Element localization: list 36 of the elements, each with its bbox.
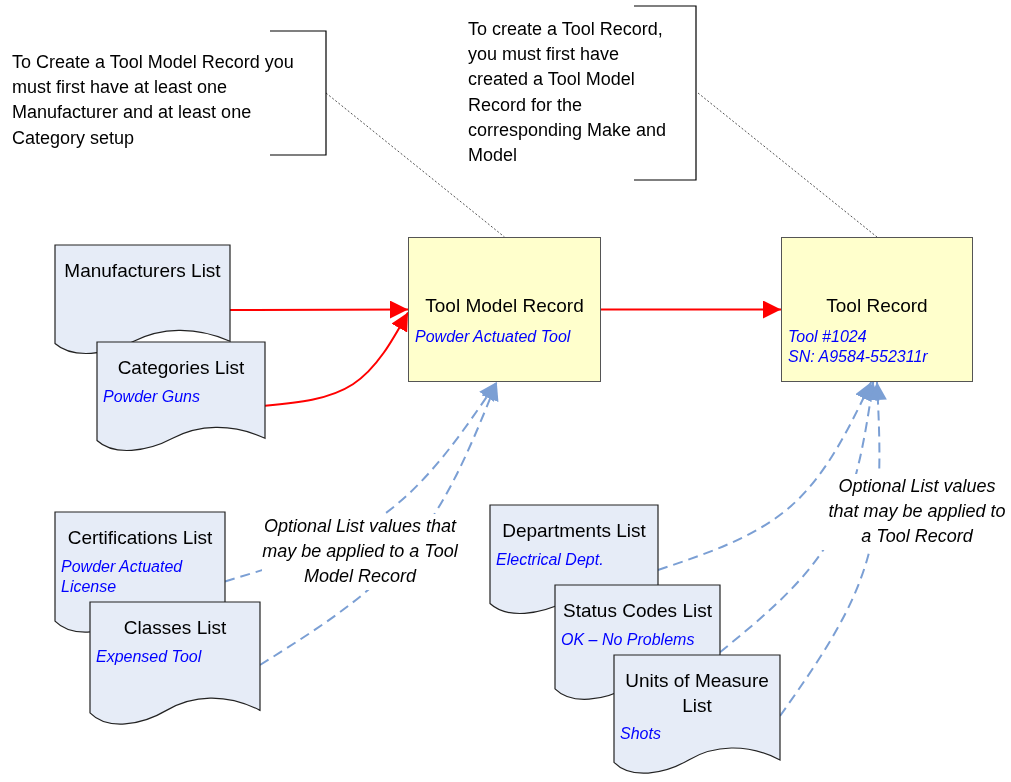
leader-line [697, 92, 878, 238]
example-value: Shots [620, 724, 661, 745]
example-value: Powder Guns [103, 386, 200, 407]
document-shape [55, 245, 230, 357]
record-box [781, 237, 973, 382]
example-value: Expensed Tool [96, 646, 202, 667]
arrow [259, 381, 499, 666]
record-box [408, 237, 601, 382]
example-value: Powder Actuated License [61, 556, 184, 598]
list-title: Departments List [502, 519, 646, 543]
example-value: OK – No Problems [561, 629, 695, 650]
annotation-text: Optional List values that may be applied to a Tool Model Record [262, 514, 458, 590]
document-shape [97, 342, 265, 454]
arrow [600, 300, 782, 319]
arrow [779, 381, 887, 717]
list-title: Categories List [117, 356, 245, 380]
arrow [229, 300, 409, 319]
list-title: Status Codes List [563, 599, 712, 623]
arrow [264, 311, 409, 407]
list-title: Manufacturers List [64, 259, 221, 283]
note-text: To Create a Tool Model Record you must first have at least one Manufacturer and at least one Category setup [12, 51, 294, 150]
list-title: Units of Measure List [624, 669, 770, 718]
note-text: To create a Tool Record, you must first have created a Tool Model Record for the corresponding Make and Model [468, 18, 668, 167]
example-value: Powder Actuated Tool [415, 326, 571, 347]
list-title: Certifications List [67, 526, 213, 550]
leader-line [325, 92, 505, 238]
document-shape [90, 602, 260, 728]
arrow [224, 381, 498, 583]
arrow [657, 381, 873, 571]
list-title: Classes List [123, 616, 227, 640]
example-value: Tool #1024 [788, 326, 867, 347]
record-title: Tool Model Record [425, 294, 584, 318]
example-value: SN: A9584-552311r [788, 347, 928, 368]
example-value: Electrical Dept. [496, 549, 604, 570]
record-title: Tool Record [826, 294, 928, 318]
document-shape [614, 655, 780, 777]
